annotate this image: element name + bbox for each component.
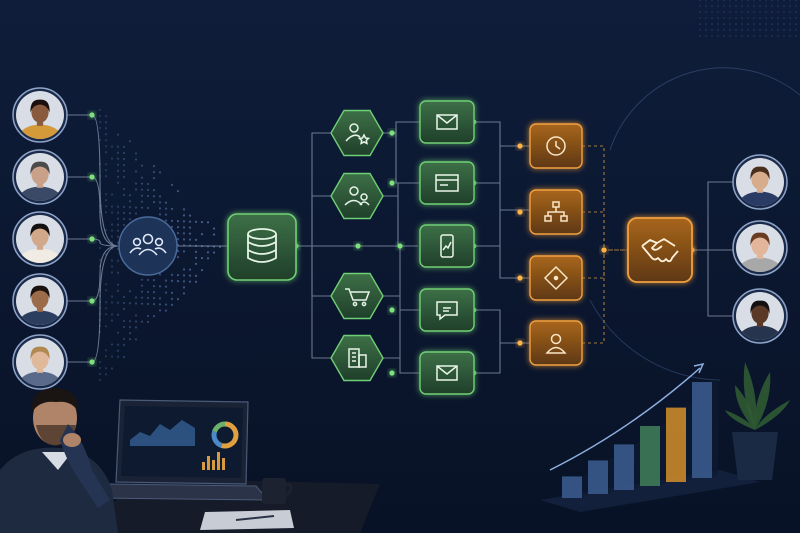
growth-bar-4 (640, 426, 660, 486)
conversion-node (628, 218, 692, 282)
growth-bar-1 (562, 476, 582, 498)
laptop-keyboard (96, 484, 268, 500)
automation-node-1 (530, 124, 582, 168)
growth-bar-3 (614, 444, 634, 490)
audience-hub (119, 217, 177, 275)
automation-node-4 (530, 321, 582, 365)
channel-node-4 (420, 289, 474, 331)
database-node (228, 214, 296, 280)
notebook (200, 510, 294, 530)
growth-bar-6 (692, 382, 712, 478)
channel-node-3 (420, 225, 474, 267)
channel-node-2 (420, 162, 474, 204)
growth-bar-2 (588, 460, 608, 494)
automation-node-2 (530, 190, 582, 234)
channel-node-5 (420, 352, 474, 394)
growth-bar-5 (666, 408, 686, 482)
channel-node-1 (420, 101, 474, 143)
automation-node-3 (530, 256, 582, 300)
